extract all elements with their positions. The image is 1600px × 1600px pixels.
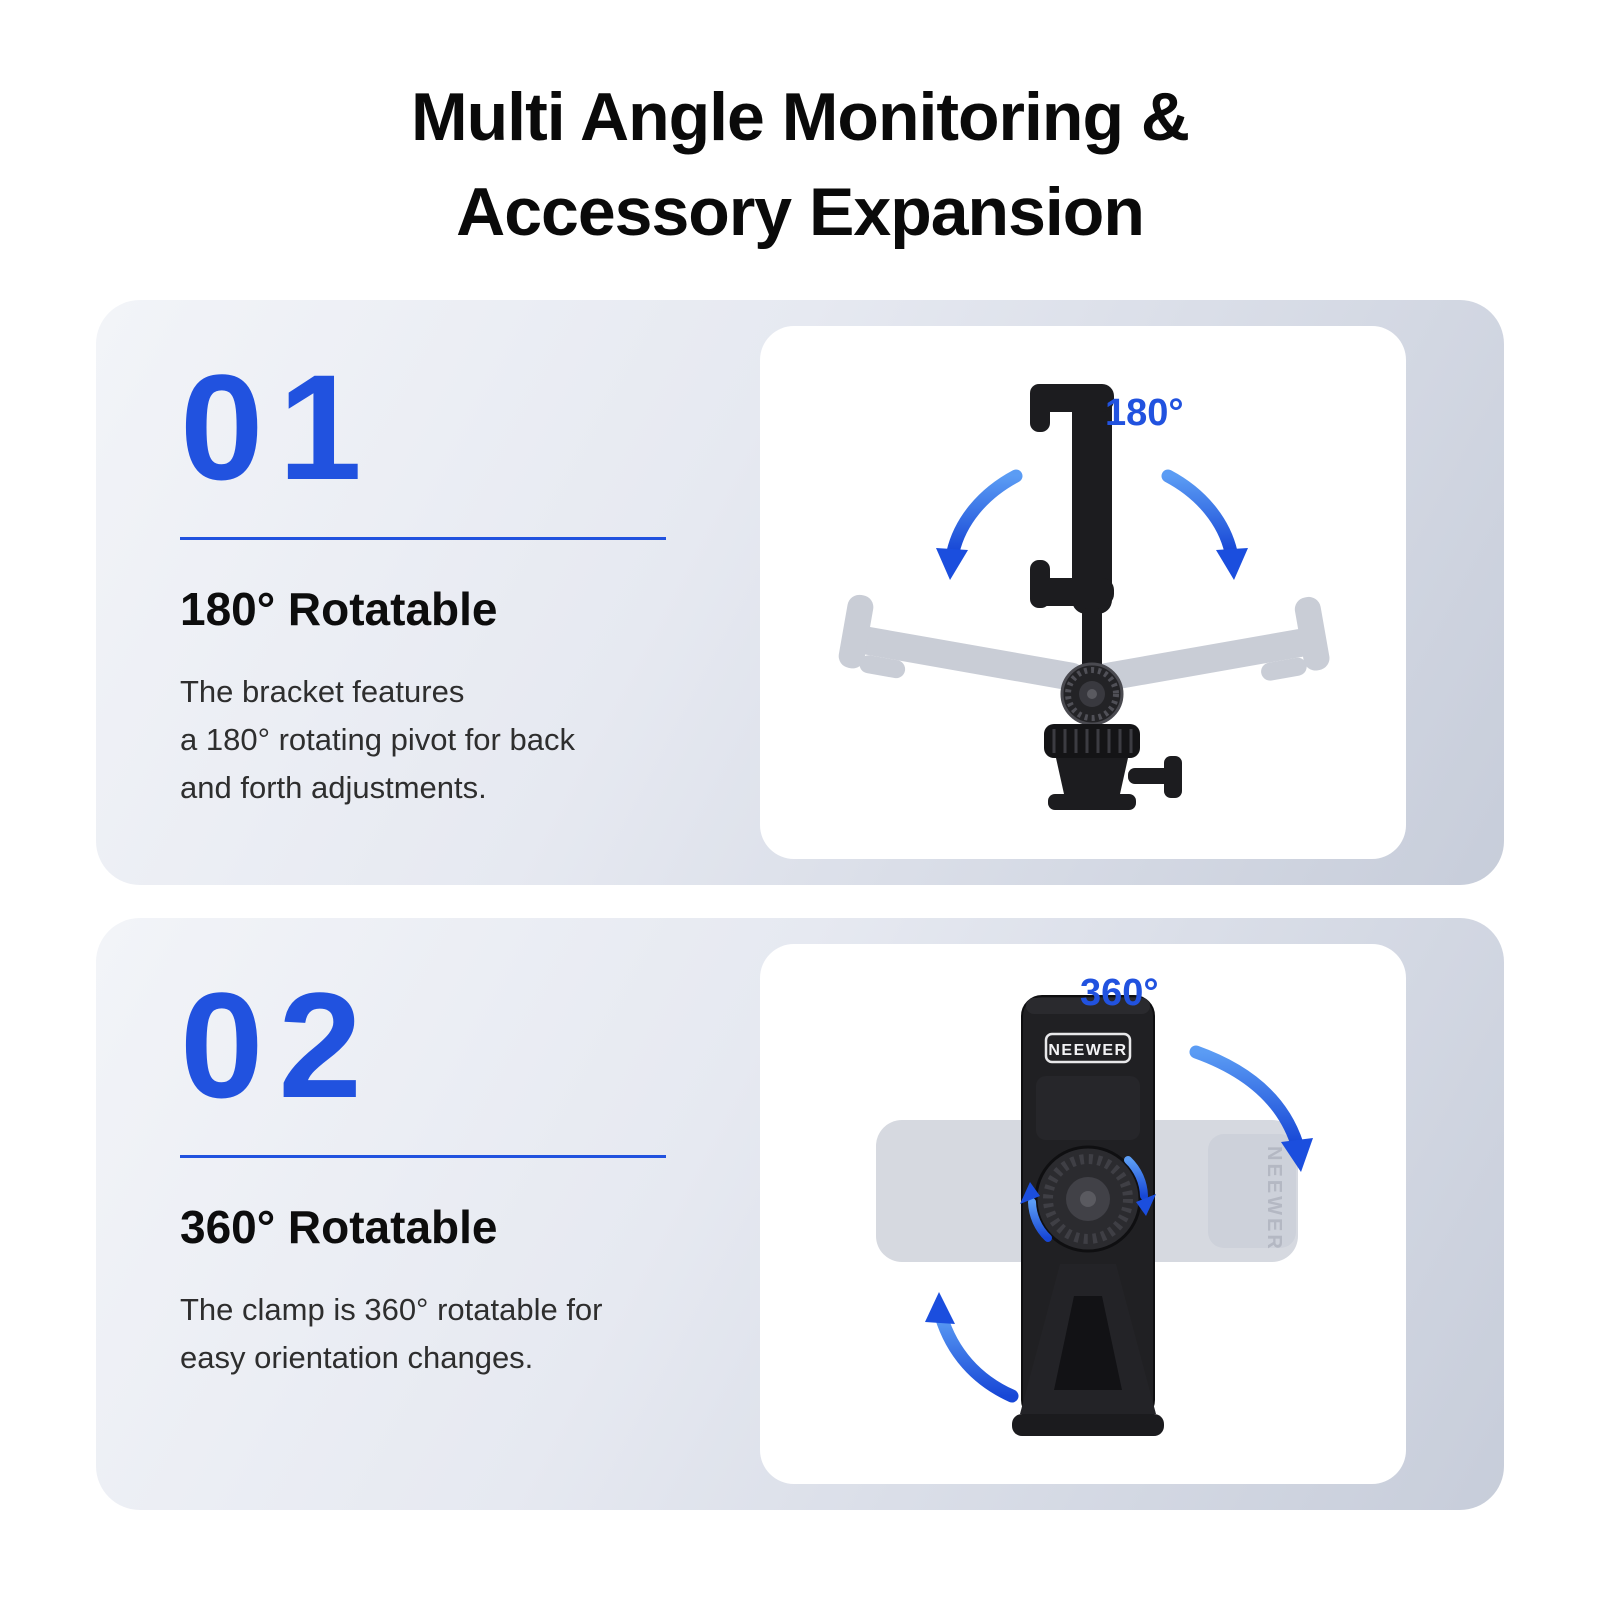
feature-card-180: 01 180° Rotatable The bracket features a… (96, 300, 1504, 885)
bracket-180-illustration (838, 384, 1330, 810)
product-panel-180: 180° (760, 326, 1406, 859)
angle-label-360: 360° (1080, 972, 1159, 1014)
clamp-360-illustration: NEEWER NEEWER (876, 995, 1313, 1436)
rotation-arrow-left-icon (936, 469, 1023, 580)
rotation-arrow-bottom-left-icon (925, 1292, 1019, 1403)
feature-number-02: 02 (180, 961, 377, 1129)
feature-card-360: 02 360° Rotatable The clamp is 360° rota… (96, 918, 1504, 1510)
page-title-line-1: Multi Angle Monitoring & (411, 79, 1190, 155)
brand-label: NEEWER (1048, 1042, 1127, 1059)
feature-heading-180: 180° Rotatable (180, 583, 498, 635)
ghost-arm-right (1081, 596, 1330, 693)
feature-body-180: The bracket features a 180° rotating piv… (180, 674, 575, 806)
page-title-line-2: Accessory Expansion (456, 174, 1145, 251)
rotation-arrow-top-right-icon (1189, 1045, 1313, 1172)
accent-divider-02 (180, 1155, 666, 1158)
phone-clamp-assembly (1030, 384, 1182, 810)
product-panel-360: NEEWER NEEWER (760, 944, 1406, 1484)
accent-divider-01 (180, 537, 666, 540)
feature-heading-360: 360° Rotatable (180, 1201, 498, 1253)
feature-number-01: 01 (180, 343, 377, 511)
rotation-arrow-right-icon (1161, 469, 1248, 580)
ghost-brand-label: NEEWER (1263, 1146, 1285, 1252)
pivot-arrow-icons (1028, 1156, 1148, 1242)
ghost-arm-left (838, 594, 1086, 691)
page-title: Multi Angle Monitoring & Accessory Expan… (0, 70, 1600, 260)
feature-body-360: The clamp is 360° rotatable for easy ori… (180, 1292, 603, 1376)
angle-label-180: 180° (1105, 392, 1184, 434)
vertical-clamp-body: NEEWER (1012, 995, 1164, 1436)
